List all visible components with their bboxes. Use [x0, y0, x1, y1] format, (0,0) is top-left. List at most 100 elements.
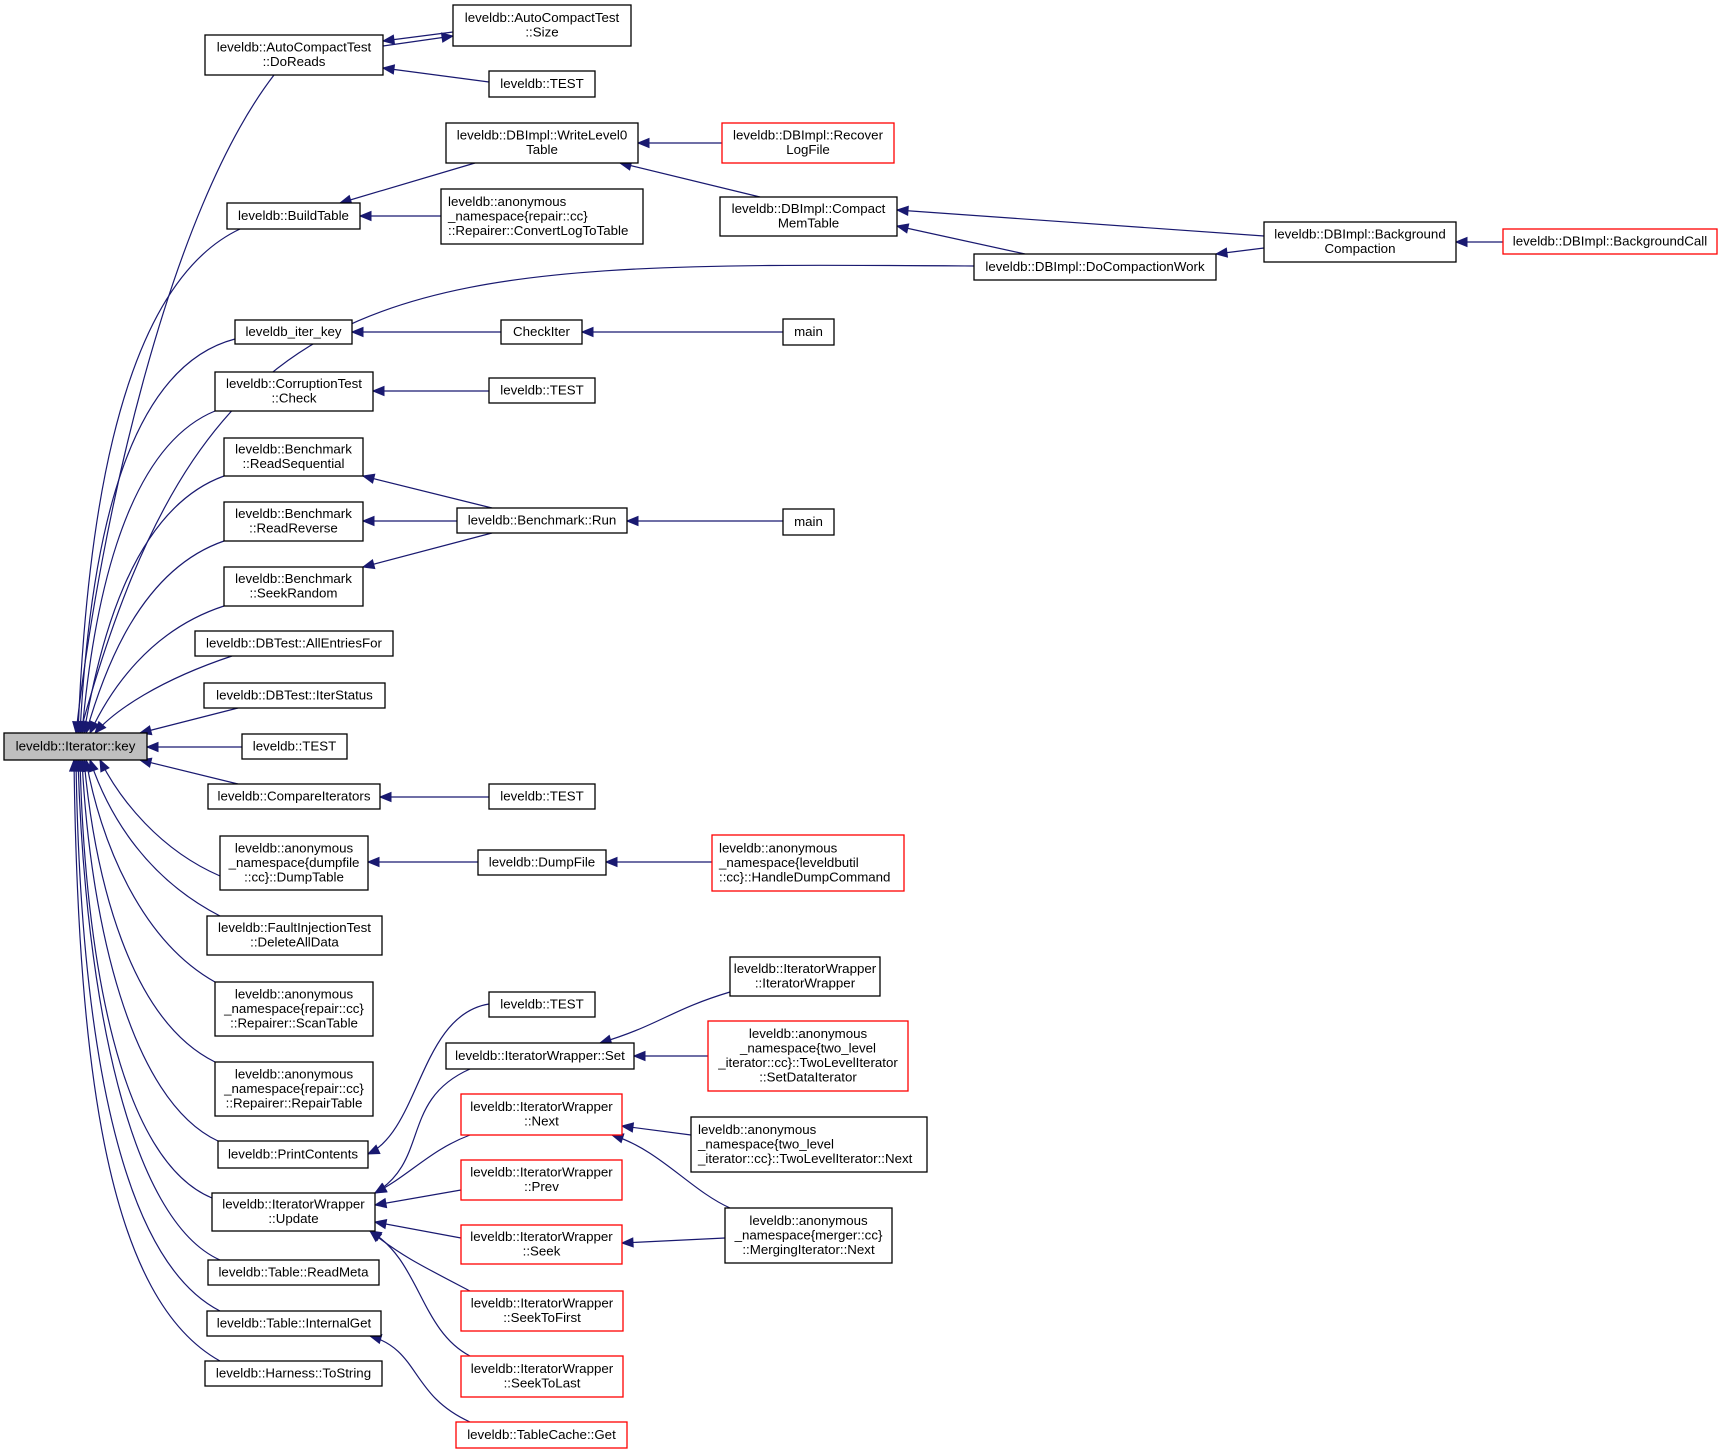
node-box[interactable] — [1502, 228, 1718, 255]
node-setdataiter[interactable]: leveldb::anonymous_namespace{two_level_i… — [707, 1020, 909, 1092]
node-seektofirst[interactable]: leveldb::IteratorWrapper::SeekToFirst — [460, 1290, 624, 1332]
node-box[interactable] — [226, 202, 361, 230]
node-box[interactable] — [223, 437, 364, 477]
node-doreads[interactable]: leveldb::AutoCompactTest::DoReads — [204, 34, 384, 76]
node-readseq[interactable]: leveldb::Benchmark::ReadSequential — [223, 437, 364, 477]
node-tablecacheget[interactable]: leveldb::TableCache::Get — [455, 1421, 628, 1449]
node-box[interactable] — [445, 122, 639, 164]
node-box[interactable] — [488, 783, 596, 810]
node-box[interactable] — [488, 991, 596, 1018]
node-dumptable[interactable]: leveldb::anonymous_namespace{dumpfile::c… — [219, 835, 369, 891]
node-main1[interactable]: main — [782, 318, 835, 346]
node-box[interactable] — [214, 981, 374, 1037]
node-box[interactable] — [460, 1159, 623, 1201]
node-printcontents[interactable]: leveldb::PrintContents — [217, 1140, 369, 1169]
node-box[interactable] — [460, 1290, 624, 1332]
node-box[interactable] — [500, 319, 583, 345]
node-box[interactable] — [211, 1192, 376, 1232]
node-readrev[interactable]: leveldb::Benchmark::ReadReverse — [223, 501, 364, 542]
node-tostring[interactable]: leveldb::Harness::ToString — [204, 1360, 383, 1387]
node-box[interactable] — [206, 915, 383, 956]
node-box[interactable] — [782, 318, 835, 346]
node-box[interactable] — [445, 1042, 635, 1070]
node-box[interactable] — [204, 34, 384, 76]
node-convertlog[interactable]: leveldb::anonymous_namespace{repair::cc}… — [440, 188, 644, 245]
node-iwnext[interactable]: leveldb::IteratorWrapper::Next — [460, 1093, 623, 1136]
node-iterkey[interactable]: leveldb_iter_key — [234, 319, 353, 345]
node-compareiters[interactable]: leveldb::CompareIterators — [207, 783, 381, 810]
node-test_mid[interactable]: leveldb::TEST — [241, 733, 348, 760]
node-box[interactable] — [690, 1116, 928, 1173]
node-box[interactable] — [214, 371, 374, 412]
node-box[interactable] — [206, 1310, 382, 1337]
node-box[interactable] — [460, 1355, 624, 1398]
node-main2[interactable]: main — [782, 508, 835, 536]
node-box[interactable] — [440, 188, 644, 245]
node-size[interactable]: leveldb::AutoCompactTest::Size — [452, 4, 632, 47]
node-iwseek[interactable]: leveldb::IteratorWrapper::Seek — [460, 1224, 623, 1265]
node-box[interactable] — [234, 319, 353, 345]
node-dumpfile[interactable]: leveldb::DumpFile — [477, 849, 607, 876]
node-box[interactable] — [724, 1207, 893, 1264]
node-box[interactable] — [207, 783, 381, 810]
node-box[interactable] — [214, 1061, 374, 1117]
node-box[interactable] — [782, 508, 835, 536]
node-box[interactable] — [204, 1360, 383, 1387]
node-twolevelnext[interactable]: leveldb::anonymous_namespace{two_level_i… — [690, 1116, 928, 1173]
node-box[interactable] — [488, 377, 596, 404]
node-box[interactable] — [452, 4, 632, 47]
node-box[interactable] — [194, 630, 394, 657]
node-box[interactable] — [460, 1224, 623, 1265]
node-box[interactable] — [223, 566, 364, 607]
node-box[interactable] — [460, 1093, 623, 1136]
node-test_print[interactable]: leveldb::TEST — [488, 991, 596, 1018]
node-box[interactable] — [223, 501, 364, 542]
node-iwupdate[interactable]: leveldb::IteratorWrapper::Update — [211, 1192, 376, 1232]
node-box[interactable] — [729, 956, 881, 997]
node-scantable[interactable]: leveldb::anonymous_namespace{repair::cc}… — [214, 981, 374, 1037]
node-checkiter[interactable]: CheckIter — [500, 319, 583, 345]
node-repairtable[interactable]: leveldb::anonymous_namespace{repair::cc}… — [214, 1061, 374, 1117]
node-box[interactable] — [1263, 221, 1457, 263]
node-buildtable[interactable]: leveldb::BuildTable — [226, 202, 361, 230]
node-box[interactable] — [719, 196, 898, 237]
node-test_corrupt[interactable]: leveldb::TEST — [488, 377, 596, 404]
node-readmeta[interactable]: leveldb::Table::ReadMeta — [207, 1259, 380, 1286]
node-box[interactable] — [711, 834, 905, 892]
node-iwctor[interactable]: leveldb::IteratorWrapper::IteratorWrappe… — [729, 956, 881, 997]
node-test_ac[interactable]: leveldb::TEST — [488, 70, 596, 98]
node-deletealldata[interactable]: leveldb::FaultInjectionTest::DeleteAllDa… — [206, 915, 383, 956]
node-test_cmp[interactable]: leveldb::TEST — [488, 783, 596, 810]
node-handledump[interactable]: leveldb::anonymous_namespace{leveldbutil… — [711, 834, 905, 892]
node-seekrandom[interactable]: leveldb::Benchmark::SeekRandom — [223, 566, 364, 607]
node-docompaction[interactable]: leveldb::DBImpl::DoCompactionWork — [973, 253, 1217, 281]
node-box[interactable] — [219, 835, 369, 891]
node-box[interactable] — [207, 1259, 380, 1286]
node-box[interactable] — [488, 70, 596, 98]
node-box[interactable] — [455, 1421, 628, 1449]
node-box[interactable] — [707, 1020, 909, 1092]
node-seektolast[interactable]: leveldb::IteratorWrapper::SeekToLast — [460, 1355, 624, 1398]
node-key[interactable]: leveldb::Iterator::key — [3, 732, 148, 761]
node-iwprev[interactable]: leveldb::IteratorWrapper::Prev — [460, 1159, 623, 1201]
node-allentries[interactable]: leveldb::DBTest::AllEntriesFor — [194, 630, 394, 657]
node-internalget[interactable]: leveldb::Table::InternalGet — [206, 1310, 382, 1337]
node-iwset[interactable]: leveldb::IteratorWrapper::Set — [445, 1042, 635, 1070]
node-box[interactable] — [217, 1140, 369, 1169]
node-box[interactable] — [477, 849, 607, 876]
node-benchrun[interactable]: leveldb::Benchmark::Run — [456, 507, 628, 534]
node-box[interactable] — [3, 732, 148, 761]
node-corruptcheck[interactable]: leveldb::CorruptionTest::Check — [214, 371, 374, 412]
node-box[interactable] — [203, 682, 386, 709]
node-box[interactable] — [973, 253, 1217, 281]
node-bgcall[interactable]: leveldb::DBImpl::BackgroundCall — [1502, 228, 1718, 255]
node-box[interactable] — [241, 733, 348, 760]
node-box[interactable] — [721, 122, 895, 164]
node-box[interactable] — [456, 507, 628, 534]
node-iterstatus[interactable]: leveldb::DBTest::IterStatus — [203, 682, 386, 709]
node-mergingnext[interactable]: leveldb::anonymous_namespace{merger::cc}… — [724, 1207, 893, 1264]
